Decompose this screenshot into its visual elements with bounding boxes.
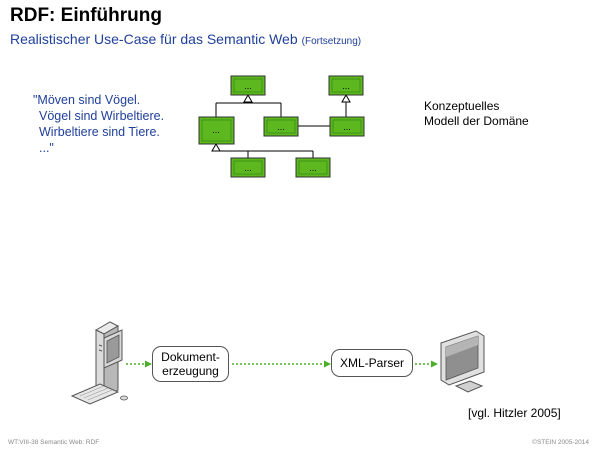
model-node: ...	[329, 116, 365, 137]
quote-line: Vögel sind Wirbeltiere.	[39, 109, 165, 123]
flow-arrowhead	[145, 360, 152, 368]
document-generation-label: Dokument-	[161, 350, 220, 364]
conceptual-model-label: Konzeptuelles Modell der Domäne	[424, 99, 529, 129]
document-generation-label: erzeugung	[162, 364, 219, 378]
model-node: ...	[263, 116, 299, 137]
model-node: ...	[295, 157, 331, 178]
inheritance-arrowhead	[341, 93, 351, 103]
model-node: ...	[230, 157, 266, 178]
model-node-label: ...	[244, 163, 252, 173]
flow-arrowheads	[145, 360, 438, 368]
document-generation-box: Dokument- erzeugung	[152, 346, 229, 382]
slide-subtitle: Realistischer Use-Case für das Semantic …	[10, 31, 361, 47]
footer-right: ©STEIN 2005-2014	[532, 439, 589, 446]
inheritance-arrowhead	[211, 142, 221, 152]
quote-line: Wirbeltiere sind Tiere.	[39, 125, 160, 139]
model-node-label: ...	[342, 81, 350, 91]
quote-line: ..."	[39, 141, 54, 155]
subtitle-text: Realistischer Use-Case für das Semantic …	[10, 31, 298, 47]
flow-arrowhead	[431, 360, 438, 368]
reference-citation: [vgl. Hitzler 2005]	[468, 406, 561, 420]
inheritance-arrows	[211, 93, 351, 152]
footer-left: WT:VIII-38 Semantic Web: RDF	[8, 439, 100, 446]
flow-arrowhead	[324, 360, 331, 368]
model-node-label: ...	[244, 81, 252, 91]
subtitle-note: (Fortsetzung)	[301, 36, 362, 47]
model-node-label: ...	[343, 122, 351, 132]
model-node-label: ...	[212, 125, 220, 135]
model-node: ...	[230, 75, 266, 96]
concept-label-line: Modell der Domäne	[424, 114, 529, 128]
model-node: ...	[328, 75, 364, 96]
inheritance-arrowhead	[243, 93, 253, 103]
quote-line: "Möven sind Vögel.	[33, 93, 141, 107]
model-node-label: ...	[277, 122, 285, 132]
model-node-label: ...	[309, 163, 317, 173]
monitor-icon	[440, 330, 485, 393]
model-node: ...	[198, 116, 235, 145]
domain-quote: "Möven sind Vögel. Vögel sind Wirbeltier…	[33, 92, 164, 156]
xml-parser-box: XML-Parser	[331, 349, 413, 377]
author-computer-icon	[70, 321, 128, 405]
slide-title: RDF: Einführung	[10, 5, 162, 26]
concept-label-line: Konzeptuelles	[424, 99, 500, 113]
